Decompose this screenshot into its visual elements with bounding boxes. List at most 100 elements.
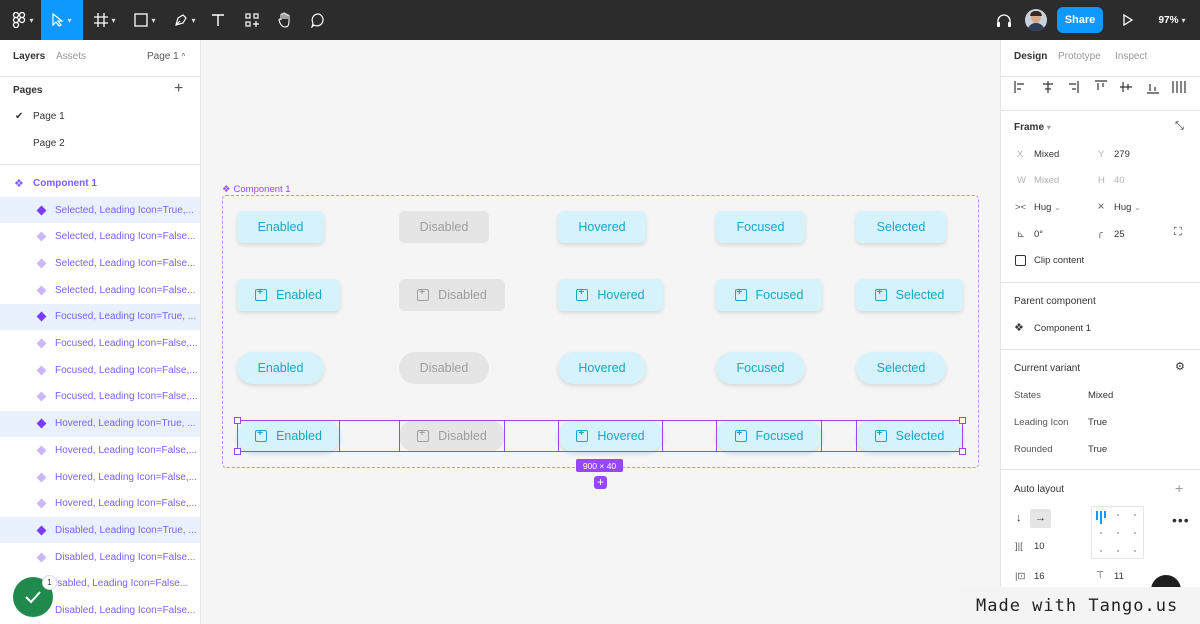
page-selector[interactable]: Page 1 ^ bbox=[147, 51, 185, 62]
resize-handle[interactable] bbox=[234, 448, 241, 455]
variant-states-select[interactable]: Mixed bbox=[1088, 390, 1114, 401]
variant-chip[interactable]: Focused bbox=[716, 279, 822, 311]
direction-vertical-icon[interactable]: ↓ bbox=[1016, 512, 1022, 524]
add-page-icon[interactable]: + bbox=[174, 80, 184, 97]
selection-item bbox=[237, 420, 340, 452]
headphones-icon[interactable] bbox=[994, 0, 1014, 40]
variant-chip[interactable]: Disabled bbox=[399, 420, 505, 452]
layer-item[interactable]: Selected, Leading Icon=False... bbox=[0, 277, 200, 303]
variant-chip[interactable]: Selected bbox=[856, 279, 963, 311]
figma-menu-icon[interactable]: ▾ bbox=[6, 0, 40, 40]
variant-chip[interactable]: Hovered bbox=[558, 352, 646, 384]
variant-chip[interactable]: Selected bbox=[856, 420, 963, 452]
direction-horizontal-button[interactable]: → bbox=[1030, 509, 1051, 528]
frame-section-title[interactable]: Frame ▾ bbox=[1014, 122, 1051, 133]
chip-label: Selected bbox=[895, 429, 945, 443]
layer-component-1[interactable]: ❖ Component 1 bbox=[0, 170, 200, 196]
pen-tool-button[interactable]: ▾ bbox=[168, 0, 202, 40]
parent-component-link[interactable]: Component 1 bbox=[1034, 323, 1092, 334]
padding-vertical-input[interactable]: 11 bbox=[1114, 571, 1124, 582]
comment-tool-button[interactable] bbox=[306, 0, 330, 40]
padding-horizontal-input[interactable]: 16 bbox=[1034, 571, 1045, 582]
variant-chip[interactable]: Enabled bbox=[237, 279, 340, 311]
resize-handle[interactable] bbox=[959, 417, 966, 424]
variant-chip[interactable]: Focused bbox=[716, 420, 822, 452]
variant-chip[interactable]: Selected bbox=[856, 352, 946, 384]
resize-handle[interactable] bbox=[234, 417, 241, 424]
resources-button[interactable] bbox=[240, 0, 264, 40]
layer-item[interactable]: Hovered, Leading Icon=True, ... bbox=[0, 410, 200, 437]
variant-chip[interactable]: Selected bbox=[856, 211, 946, 243]
tab-design[interactable]: Design bbox=[1014, 51, 1048, 62]
corner-radius-input[interactable]: 25 bbox=[1114, 229, 1125, 240]
move-tool-button[interactable]: ▾ bbox=[41, 0, 83, 40]
variant-chip[interactable]: Disabled bbox=[399, 279, 505, 311]
shape-tool-button[interactable]: ▾ bbox=[128, 0, 162, 40]
variant-chip[interactable]: Focused bbox=[716, 211, 805, 243]
hand-tool-button[interactable] bbox=[273, 0, 297, 40]
layer-item[interactable]: Selected, Leading Icon=False... bbox=[0, 250, 200, 276]
add-to-library-icon bbox=[874, 287, 887, 301]
chip-label: Selected bbox=[876, 361, 926, 375]
pages-title: Pages bbox=[13, 85, 43, 96]
text-tool-button[interactable] bbox=[206, 0, 230, 40]
x-input[interactable]: Mixed bbox=[1034, 149, 1060, 160]
add-auto-layout-icon[interactable]: + bbox=[1175, 480, 1184, 496]
layer-item[interactable]: Hovered, Leading Icon=False,... bbox=[0, 491, 200, 517]
clip-content-checkbox[interactable] bbox=[1015, 255, 1026, 266]
h-input[interactable]: 40 bbox=[1114, 175, 1125, 186]
layer-item[interactable]: Hovered, Leading Icon=False,... bbox=[0, 464, 200, 490]
tab-layers[interactable]: Layers bbox=[13, 51, 46, 62]
more-options-icon[interactable]: ••• bbox=[1172, 512, 1190, 528]
tab-assets[interactable]: Assets bbox=[56, 51, 87, 62]
layer-item[interactable]: Focused, Leading Icon=False,... bbox=[0, 357, 200, 383]
variant-settings-icon[interactable]: ⚙ bbox=[1175, 361, 1185, 373]
tab-inspect[interactable]: Inspect bbox=[1115, 51, 1148, 62]
page-item-page-1[interactable]: ✔ Page 1 bbox=[0, 103, 200, 129]
variant-chip[interactable]: Enabled bbox=[237, 352, 324, 384]
variant-chip[interactable]: Disabled bbox=[399, 211, 489, 243]
resize-handle[interactable] bbox=[959, 448, 966, 455]
rotation-input[interactable]: 0° bbox=[1034, 229, 1044, 240]
layer-item[interactable]: Disabled, Leading Icon=False... bbox=[0, 598, 200, 624]
variant-leading-icon-select[interactable]: True bbox=[1088, 417, 1108, 428]
layer-item[interactable]: Selected, Leading Icon=False... bbox=[0, 224, 200, 250]
variant-chip[interactable]: Enabled bbox=[237, 420, 340, 452]
variant-chip[interactable]: Hovered bbox=[558, 279, 663, 311]
avatar[interactable] bbox=[1024, 0, 1048, 40]
frame-label[interactable]: ❖Component 1 bbox=[222, 184, 291, 195]
zoom-menu[interactable]: 97%▾ bbox=[1158, 14, 1186, 26]
page-item-page-2[interactable]: Page 2 bbox=[0, 130, 200, 156]
horizontal-resizing-select[interactable]: Hug ⌄ bbox=[1034, 202, 1061, 213]
independent-corners-icon[interactable]: ⛶ bbox=[1174, 226, 1182, 238]
layer-item[interactable]: Focused, Leading Icon=True, ... bbox=[0, 303, 200, 330]
share-button[interactable]: Share bbox=[1057, 7, 1103, 33]
variant-chip[interactable]: Disabled bbox=[399, 352, 489, 384]
alignment-toolbar[interactable] bbox=[1014, 80, 1194, 94]
spacing-input[interactable]: 10 bbox=[1034, 541, 1045, 552]
variant-rounded-select[interactable]: True bbox=[1088, 444, 1108, 455]
collapse-icon[interactable]: ⤡ bbox=[1175, 120, 1184, 132]
layer-item[interactable]: Disabled, Leading Icon=False... bbox=[0, 544, 200, 570]
tab-prototype[interactable]: Prototype bbox=[1058, 51, 1101, 62]
vertical-resizing-select[interactable]: Hug ⌄ bbox=[1114, 202, 1141, 213]
variant-chip[interactable]: Focused bbox=[716, 352, 805, 384]
w-input[interactable]: Mixed bbox=[1034, 175, 1060, 186]
layer-item[interactable]: isabled, Leading Icon=False... bbox=[0, 571, 200, 597]
layer-item[interactable]: Disabled, Leading Icon=True, ... bbox=[0, 517, 200, 544]
variant-chip[interactable]: Enabled bbox=[237, 211, 324, 243]
frame-tool-button[interactable]: ▾ bbox=[88, 0, 122, 40]
layer-item[interactable]: Selected, Leading Icon=True,... bbox=[0, 197, 200, 223]
hug-label: Hug bbox=[1034, 202, 1052, 213]
add-variant-icon[interactable]: + bbox=[594, 476, 607, 489]
layer-item[interactable]: Focused, Leading Icon=False,... bbox=[0, 331, 200, 357]
layer-item[interactable]: Focused, Leading Icon=False,... bbox=[0, 384, 200, 410]
alignment-grid[interactable] bbox=[1091, 506, 1144, 559]
variant-chip[interactable]: Hovered bbox=[558, 211, 646, 243]
play-icon[interactable] bbox=[1118, 0, 1138, 40]
y-input[interactable]: 279 bbox=[1114, 149, 1130, 160]
chevron-up-icon: ^ bbox=[181, 52, 186, 61]
variant-chip[interactable]: Hovered bbox=[558, 420, 663, 452]
layer-item[interactable]: Hovered, Leading Icon=False,... bbox=[0, 437, 200, 463]
